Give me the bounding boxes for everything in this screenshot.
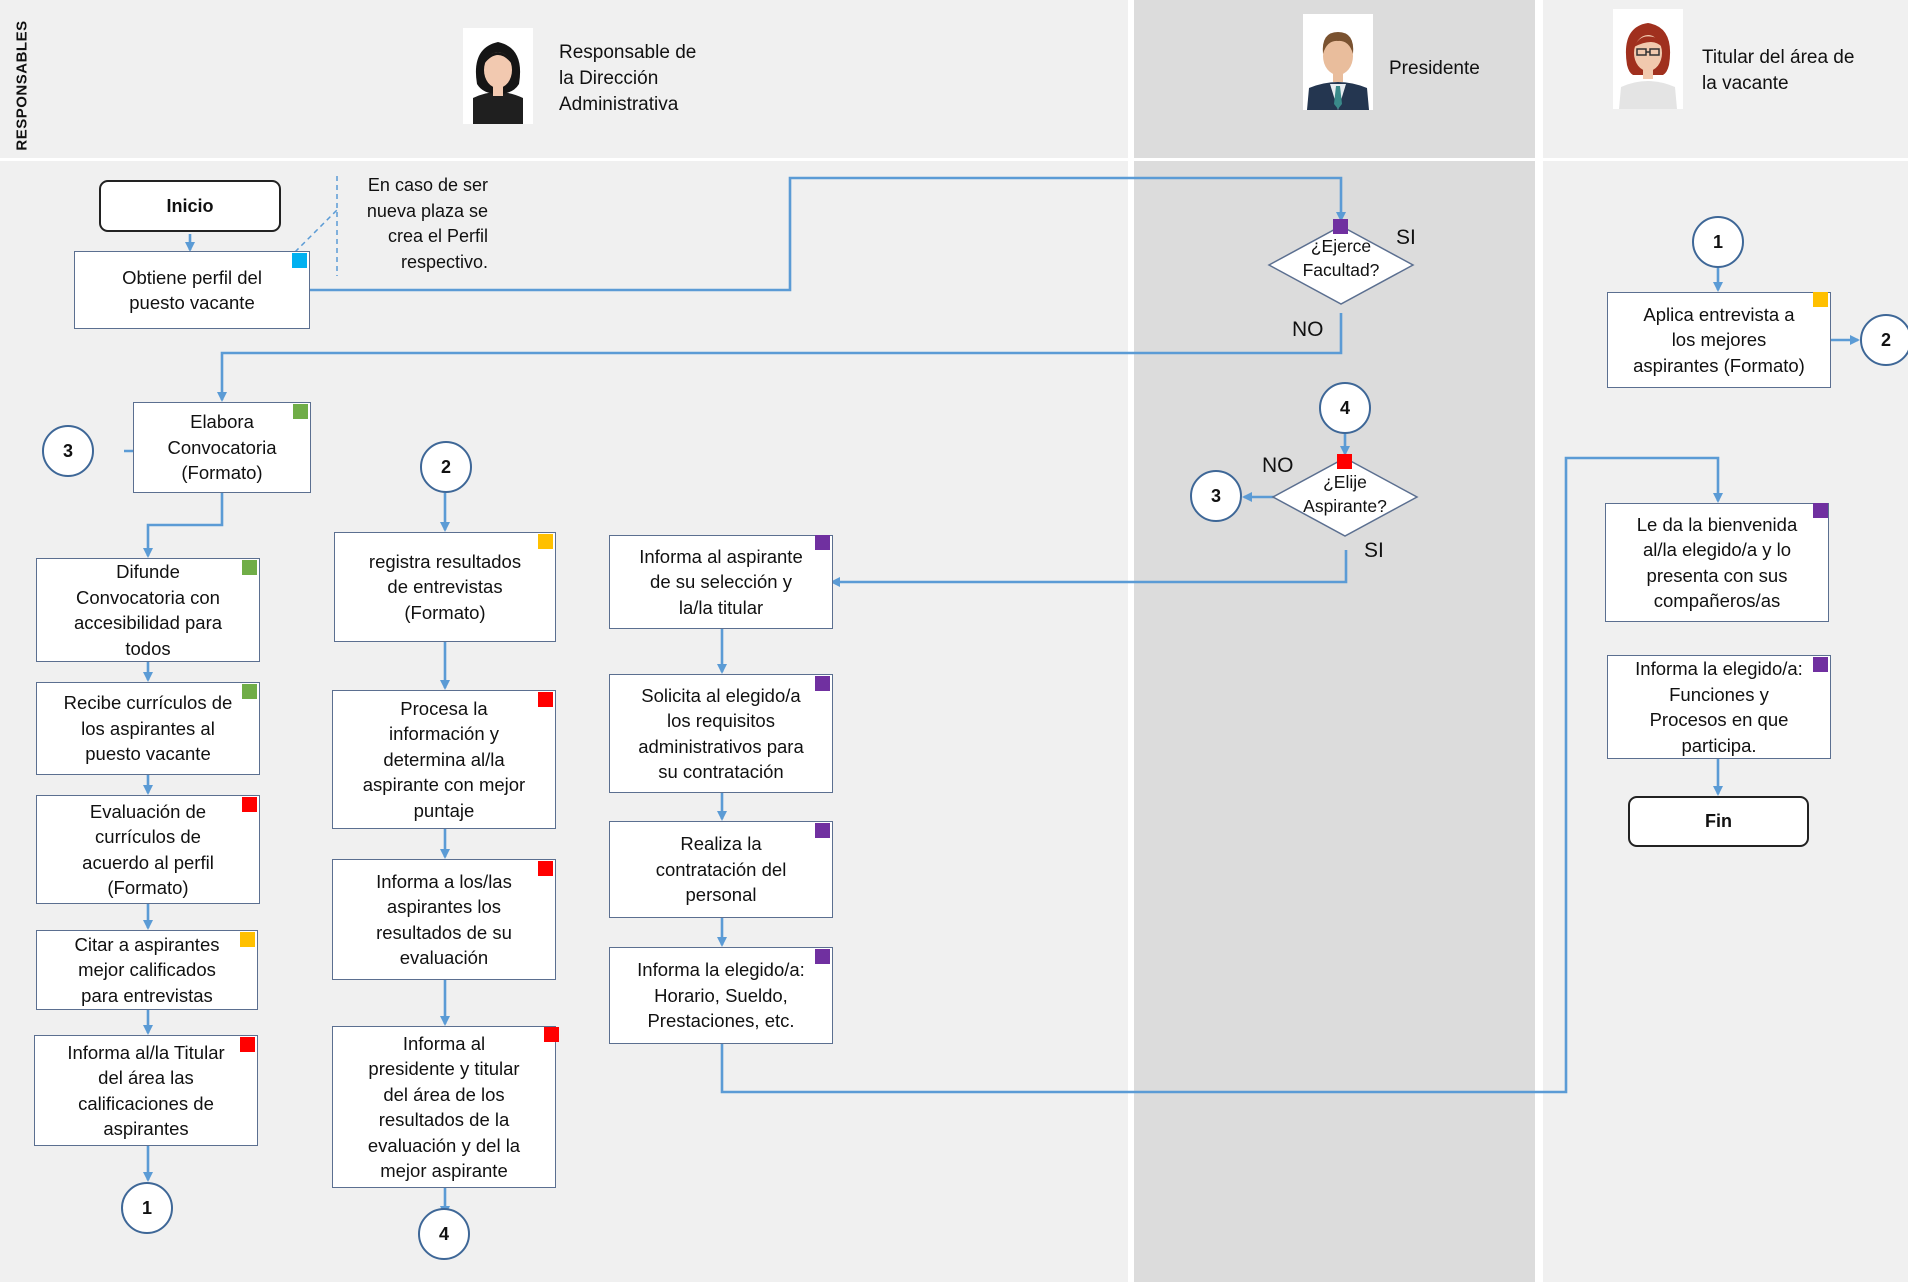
status-marker [538, 534, 553, 549]
status-marker [240, 1037, 255, 1052]
connector-4: 4 [1319, 382, 1371, 434]
status-marker [242, 684, 257, 699]
decision-no-label: NO [1262, 454, 1294, 477]
header-separator [1543, 158, 1908, 161]
status-marker [242, 560, 257, 575]
connector-1: 1 [121, 1182, 173, 1234]
flow-arrow [830, 550, 1348, 587]
status-marker [544, 1027, 559, 1042]
status-marker [242, 797, 257, 812]
decision-diamond-ejerce-facultad [1267, 225, 1415, 305]
man-avatar-icon [1303, 14, 1373, 110]
status-marker [1813, 503, 1828, 518]
status-marker [815, 676, 830, 691]
swimlane-titular-area [1543, 0, 1908, 1282]
status-marker [815, 823, 830, 838]
end-terminal: Fin [1628, 796, 1809, 847]
status-marker [538, 861, 553, 876]
flow-arrow [310, 176, 1346, 292]
connector-1: 1 [1692, 216, 1744, 268]
decision-no-label: NO [1292, 318, 1324, 341]
status-marker [1337, 454, 1352, 469]
woman-glasses-avatar-icon [1613, 9, 1683, 109]
step-informa-horario: Informa la elegido/a:Horario, Sueldo,Pre… [609, 947, 833, 1044]
connector-3: 3 [42, 425, 94, 477]
status-marker [1813, 657, 1828, 672]
flow-arrow [720, 456, 1723, 1094]
status-marker [1813, 292, 1828, 307]
status-marker [292, 253, 307, 268]
role-label-presidente: Presidente [1389, 58, 1480, 79]
header-separator [0, 158, 1128, 161]
header-separator [1134, 158, 1535, 161]
status-marker [538, 692, 553, 707]
flow-arrow [143, 493, 224, 558]
connector-4: 4 [418, 1208, 470, 1260]
woman-avatar-icon [463, 28, 533, 124]
status-marker [815, 535, 830, 550]
decision-yes-label: SI [1396, 226, 1416, 249]
status-marker [240, 932, 255, 947]
status-marker [815, 949, 830, 964]
status-marker [1333, 219, 1348, 234]
connector-2: 2 [1860, 314, 1908, 366]
start-terminal: Inicio [99, 180, 281, 232]
annotation-line [294, 209, 338, 253]
flow-arrow [217, 313, 1343, 402]
decision-yes-label: SI [1364, 539, 1384, 562]
swimlane-presidente [1134, 0, 1535, 1282]
connector-3: 3 [1190, 470, 1242, 522]
connector-2: 2 [420, 441, 472, 493]
decision-diamond-elije-aspirante [1271, 457, 1419, 537]
status-marker [293, 404, 308, 419]
